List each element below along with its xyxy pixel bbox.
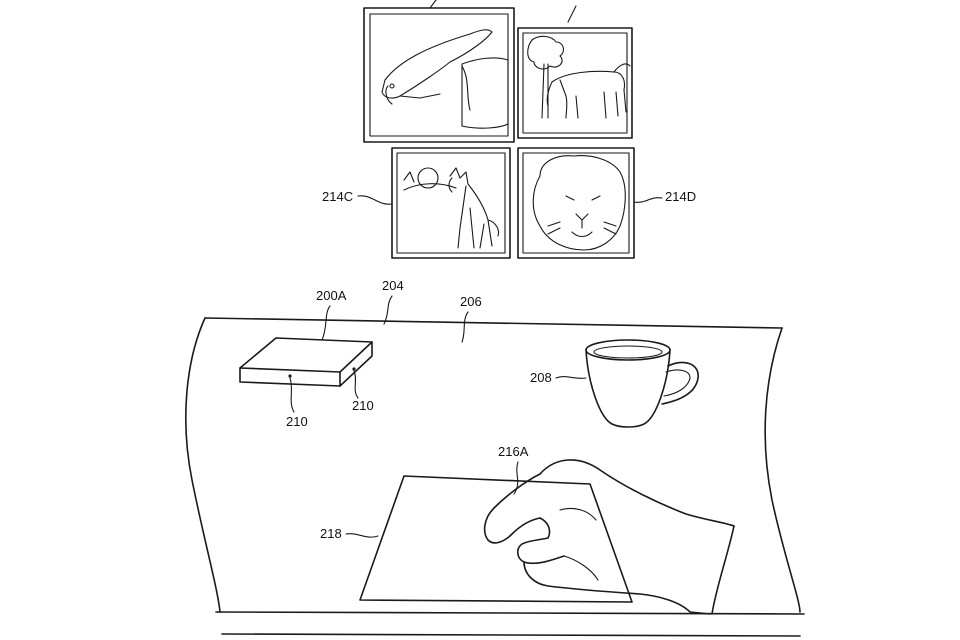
device-box (239, 337, 373, 387)
svg-text:204: 204 (382, 278, 404, 293)
touch-area (359, 475, 633, 603)
sensor-dot-front (288, 374, 292, 378)
picture-panel-bird (363, 0, 515, 143)
label-218: 218 (320, 526, 379, 541)
table-surface (185, 317, 805, 637)
label-208: 208 (530, 370, 587, 385)
label-204: 204 (382, 278, 404, 325)
label-206: 206 (460, 294, 482, 343)
svg-text:214D: 214D (665, 189, 696, 204)
svg-text:210: 210 (286, 414, 308, 429)
label-214d: 214D (633, 189, 696, 204)
sensor-dot-side (352, 367, 356, 371)
svg-text:216A: 216A (498, 444, 529, 459)
picture-panel-wolf (391, 147, 511, 259)
svg-text:206: 206 (460, 294, 482, 309)
svg-text:218: 218 (320, 526, 342, 541)
label-200a: 200A (316, 288, 347, 341)
label-210-left: 210 (286, 377, 308, 429)
coffee-cup (585, 339, 699, 428)
picture-panel-lion (517, 147, 635, 259)
svg-text:208: 208 (530, 370, 552, 385)
picture-panel-horse (517, 5, 633, 139)
label-214c: 214C (322, 189, 393, 205)
label-216a: 216A (498, 444, 529, 495)
hand (483, 459, 735, 615)
svg-text:210: 210 (352, 398, 374, 413)
svg-text:200A: 200A (316, 288, 347, 303)
label-210-right: 210 (352, 370, 374, 413)
svg-text:214C: 214C (322, 189, 353, 204)
